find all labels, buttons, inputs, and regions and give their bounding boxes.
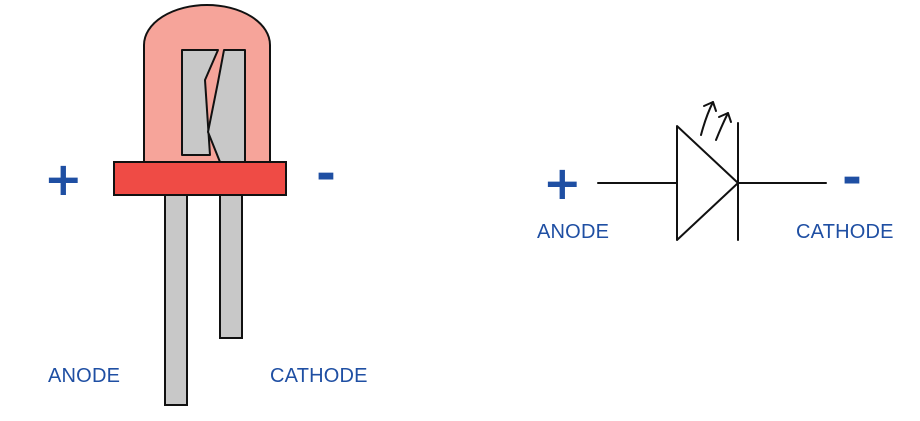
led-schematic-symbol	[597, 101, 827, 241]
emission-arrow-2	[715, 112, 729, 141]
emission-arrow-1-head	[703, 101, 717, 112]
led-minus-sign: -	[316, 146, 336, 202]
schematic-plus-sign: +	[543, 156, 582, 210]
led-plus-sign: +	[44, 152, 83, 206]
light-emission-arrows	[700, 101, 732, 141]
led-anode-label: ANODE	[48, 365, 121, 387]
led-flange	[113, 161, 287, 196]
led-cathode-label: CATHODE	[270, 365, 368, 387]
anode-internal-post	[181, 49, 219, 156]
emission-arrow-2-head	[718, 112, 732, 123]
diode-triangle	[676, 125, 739, 241]
emission-arrow-1	[700, 101, 714, 136]
schematic-minus-sign: -	[842, 150, 862, 206]
cathode-leg	[219, 194, 243, 339]
schematic-cathode-label: CATHODE	[796, 221, 894, 243]
led-illustration	[113, 4, 287, 406]
anode-leg	[164, 194, 188, 406]
schematic-anode-label: ANODE	[537, 221, 610, 243]
